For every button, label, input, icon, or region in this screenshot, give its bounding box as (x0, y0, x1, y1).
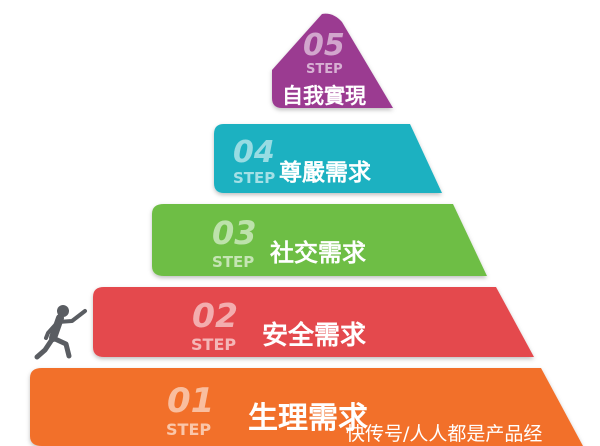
tier-2: 02 STEP 安全需求 (93, 287, 534, 357)
watermark-text: 快传号/人人都是产品经 (346, 423, 542, 445)
tier-1: 01 STEP 生理需求 (30, 368, 583, 446)
tier-5-step-word: STEP (306, 62, 343, 77)
tier-4-shape (214, 124, 442, 193)
tier-5-step-number: 05 (303, 28, 345, 63)
tier-5: 05 STEP 自我實現 (272, 13, 393, 109)
tier-5-title: 自我實現 (282, 84, 366, 108)
tier-3-title: 社交需求 (270, 239, 366, 267)
tier-1-title: 生理需求 (248, 401, 368, 436)
tier-1-shape (30, 368, 583, 446)
tier-5-shape (272, 13, 393, 109)
tier-3-shape (152, 204, 487, 276)
tier-3-step-number: 03 (212, 214, 257, 252)
tier-2-title: 安全需求 (262, 320, 366, 351)
tier-4-step-number: 04 (233, 135, 275, 170)
tier-4-step-word: STEP (233, 169, 275, 187)
tier-4: 04 STEP 尊嚴需求 (214, 124, 442, 193)
tier-2-shape (93, 287, 534, 357)
tier-1-step-word: STEP (166, 420, 211, 439)
tier-3-step-word: STEP (212, 253, 254, 271)
tier-4-title: 尊嚴需求 (279, 159, 371, 186)
running-person-icon (34, 305, 87, 360)
tier-2-step-word: STEP (191, 335, 236, 354)
tier-3: 03 STEP 社交需求 (152, 204, 487, 276)
tier-1-step-number: 01 (167, 381, 214, 421)
tier-2-step-number: 02 (192, 296, 238, 335)
